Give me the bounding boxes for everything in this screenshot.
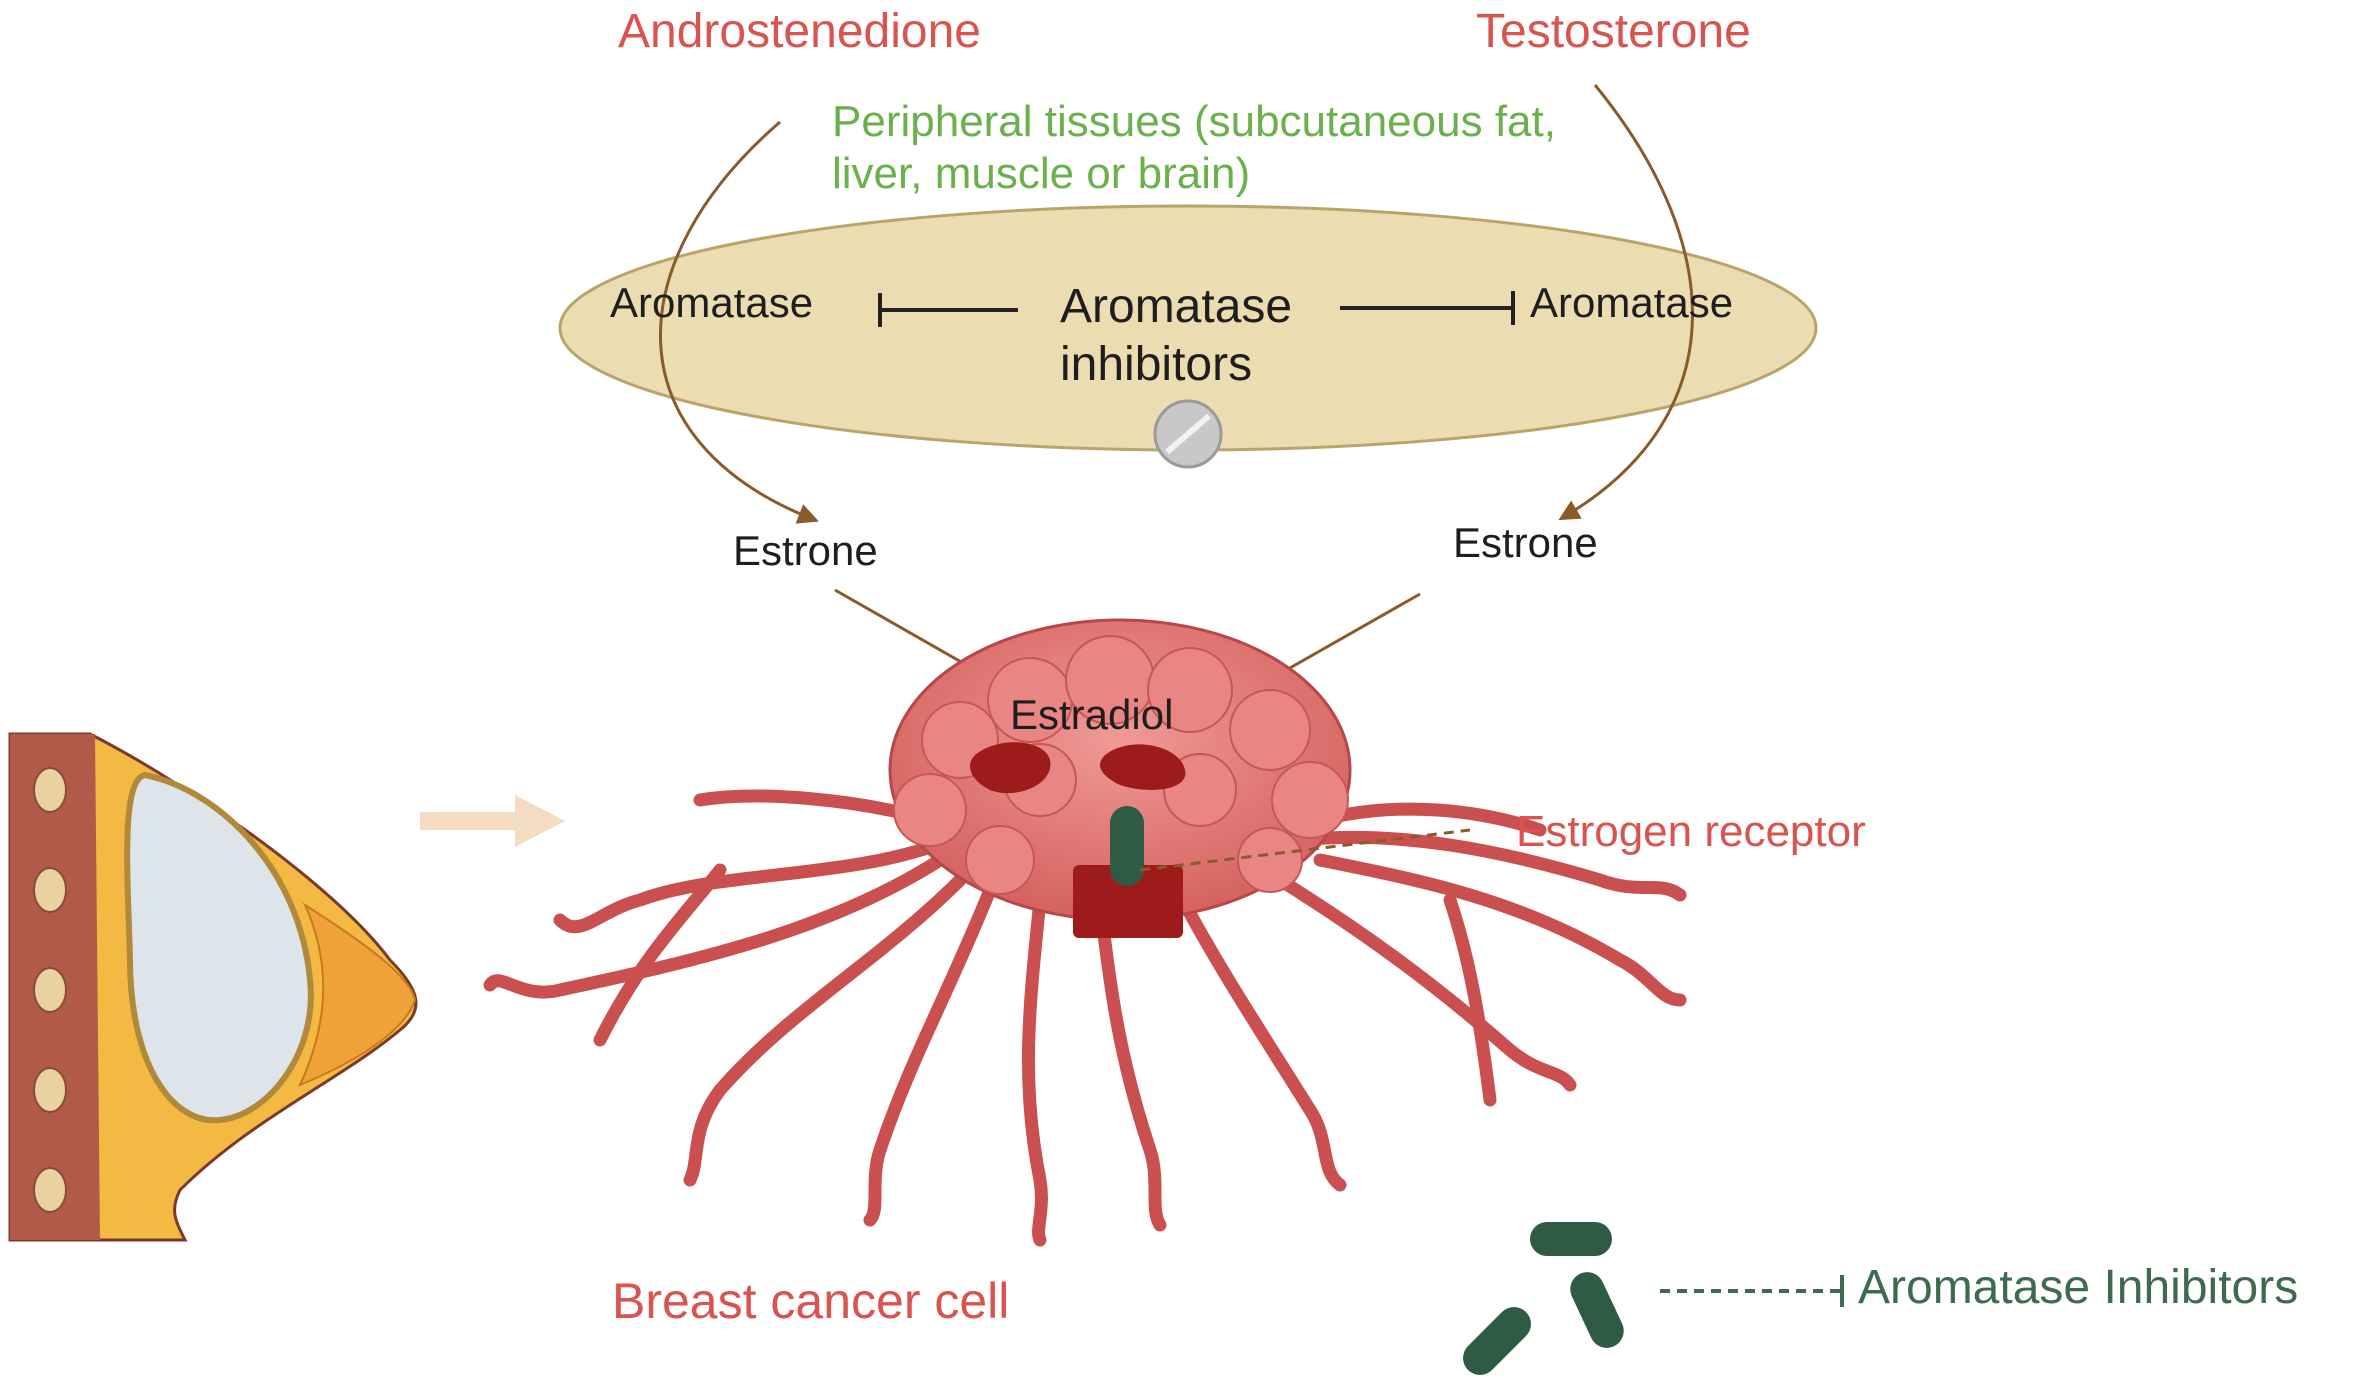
breast-cancer-cell-label: Breast cancer cell xyxy=(612,1273,1010,1329)
estrogen-receptor-label: Estrogen receptor xyxy=(1516,807,1866,856)
estradiol-label: Estradiol xyxy=(1010,691,1174,738)
tumor-dark-patch-left xyxy=(970,742,1051,794)
estrone-right-label: Estrone xyxy=(1453,519,1598,566)
inhibition-line-right xyxy=(1340,291,1515,325)
estrone-left-label: Estrone xyxy=(733,527,878,574)
pill-icon xyxy=(1153,399,1223,469)
inhibition-line-left xyxy=(878,293,1018,327)
testosterone-label: Testosterone xyxy=(1476,5,1751,58)
inhibitor-capsule-icon xyxy=(1463,1222,1624,1375)
peripheral-tissues-label: Peripheral tissues (subcutaneous fat, li… xyxy=(832,97,1556,198)
breast-to-cell-arrow xyxy=(420,795,565,847)
aromatase-right-label: Aromatase xyxy=(1530,279,1734,326)
androstenedione-label: Androstenedione xyxy=(618,5,981,58)
estrogen-receptor-leader xyxy=(1139,828,1471,872)
aromatase-inhibitors-bottom-label: Aromatase Inhibitors xyxy=(1858,1261,2299,1314)
tumor-cell-icon xyxy=(483,618,1687,1247)
aromatase-left-label: Aromatase xyxy=(610,279,814,326)
inhibitor-dashed-line xyxy=(1660,1275,1844,1307)
androstenedione-to-estrone-arrow xyxy=(658,120,819,524)
aromatase-inhibitors-center-label: Aromatase inhibitors xyxy=(1060,280,1293,391)
estrogen-receptor-capsule xyxy=(1110,806,1144,886)
tumor-dark-patch-right xyxy=(1100,744,1186,790)
testosterone-to-estrone-arrow xyxy=(1558,84,1694,521)
breast-anatomy-icon xyxy=(8,732,418,1242)
tumor-dark-block xyxy=(1073,865,1183,938)
